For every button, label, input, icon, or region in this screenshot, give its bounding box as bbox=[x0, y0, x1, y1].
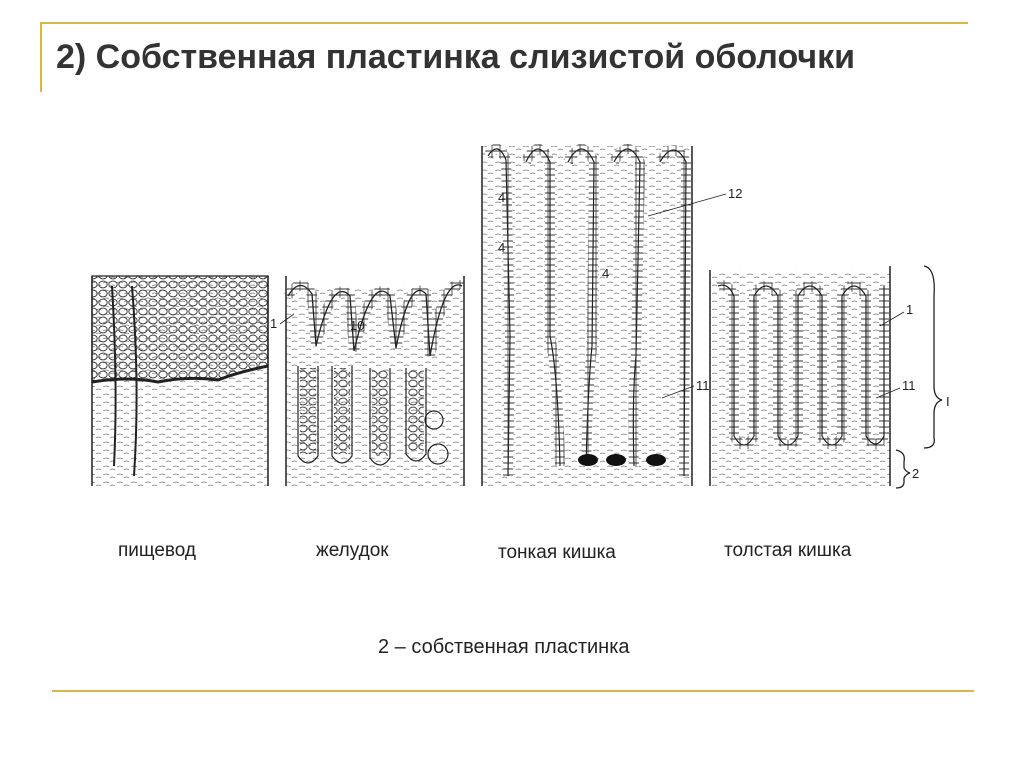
label-esophagus: пищевод bbox=[118, 540, 196, 562]
bracket-label-1: I bbox=[946, 394, 950, 409]
small-label-12: 12 bbox=[728, 186, 742, 201]
label-small-intestine: тонкая кишка bbox=[498, 542, 616, 564]
label-large-intestine: толстая кишка bbox=[724, 540, 851, 562]
histology-figure: 1 10 4 4 12 4 11 bbox=[88, 136, 954, 492]
stomach-label-1: 1 bbox=[270, 316, 277, 331]
small-label-4c: 4 bbox=[602, 266, 609, 281]
slide-title: 2) Собственная пластинка слизистой оболо… bbox=[56, 38, 855, 77]
left-rule bbox=[40, 22, 42, 92]
large-label-1: 1 bbox=[906, 302, 913, 317]
bracket-label-2: 2 bbox=[912, 466, 919, 481]
caption: 2 – собственная пластинка bbox=[378, 636, 630, 659]
esophagus-panel bbox=[92, 276, 268, 486]
small-label-11: 11 bbox=[696, 378, 710, 393]
large-intestine-panel: 1 11 I 2 bbox=[710, 266, 950, 488]
top-rule bbox=[40, 22, 968, 24]
label-stomach: желудок bbox=[316, 540, 389, 562]
small-label-4b: 4 bbox=[498, 240, 505, 255]
small-intestine-panel: 4 4 12 4 11 bbox=[482, 146, 742, 486]
stomach-label-10: 10 bbox=[350, 318, 364, 333]
large-label-11: 11 bbox=[902, 378, 916, 393]
bottom-rule bbox=[52, 690, 974, 692]
stomach-panel: 1 10 bbox=[270, 276, 464, 486]
small-label-4a: 4 bbox=[498, 190, 505, 205]
